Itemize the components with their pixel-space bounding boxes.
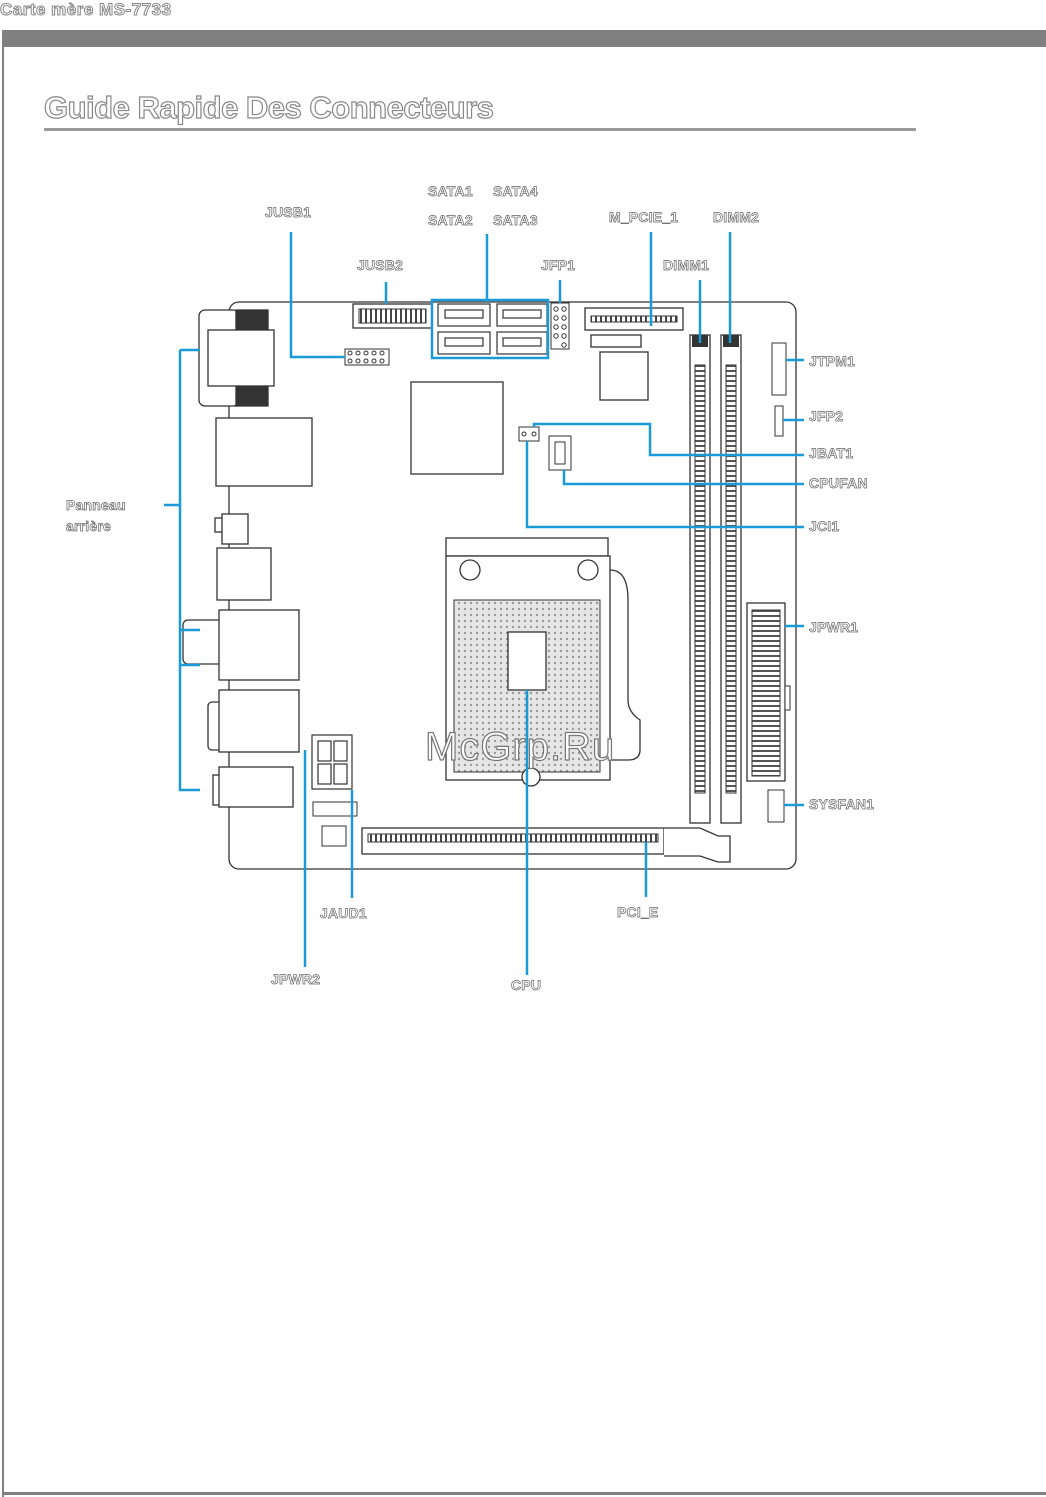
label-jtpm1: JTPM1 [809,353,855,369]
label-jusb2: JUSB2 [357,257,403,273]
label-cpu: CPU [511,977,541,993]
jusb2-header [353,304,432,328]
label-jfp2: JFP2 [809,408,843,424]
label-jpwr2: JPWR2 [271,971,320,987]
label-arriere: arrière [66,518,111,534]
jfp1-header [551,303,569,349]
jpwr2-connector [312,735,352,789]
label-dimm2: DIMM2 [713,209,759,225]
label-jbat1: JBAT1 [809,445,853,461]
label-dimm1: DIMM1 [663,257,709,273]
label-sysfan1: SYSFAN1 [809,796,874,812]
watermark: McGrp.Ru [425,725,615,770]
label-jpwr1: JPWR1 [809,619,858,635]
label-sata3: SATA3 [493,212,538,228]
label-sata1: SATA1 [428,183,473,199]
label-jusb1: JUSB1 [265,204,311,220]
label-m-pcie-1: M_PCIE_1 [609,209,678,225]
label-panneau: Panneau [66,497,126,513]
label-sata2: SATA2 [428,212,473,228]
jpwr1-connector [747,603,790,781]
jusb1-header [345,349,389,365]
sysfan1-header [768,790,784,822]
label-jfp1: JFP1 [541,257,575,273]
label-cpufan: CPUFAN [809,475,868,491]
label-jaud1: JAUD1 [320,905,367,921]
label-sata4: SATA4 [493,183,538,199]
label-pci-e: PCI_E [617,904,658,920]
label-jci1: JCI1 [809,518,839,534]
m-pcie-slot [585,308,683,330]
